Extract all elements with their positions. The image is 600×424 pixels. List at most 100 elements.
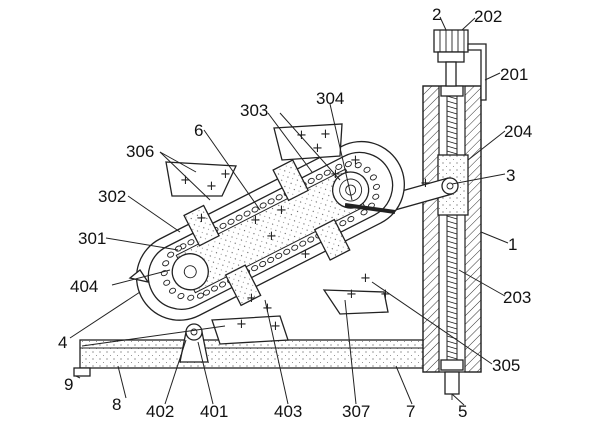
chain-link	[347, 216, 355, 223]
plus-marker: +	[312, 141, 323, 156]
screw-thread	[446, 270, 458, 275]
label-403: 403	[274, 402, 302, 421]
screw-thread	[446, 145, 458, 150]
reference-labels: 2 202 201 204 3 1 203 305 5 7 307 403 40…	[58, 5, 532, 421]
chain-link	[177, 292, 185, 300]
chain-link	[267, 256, 275, 263]
screw-thread	[446, 255, 458, 260]
plate-307	[322, 289, 389, 315]
screw-thread	[446, 330, 458, 335]
motor-bracket	[467, 43, 487, 101]
chain-link	[315, 173, 323, 180]
chain-link	[335, 163, 343, 170]
chain-link	[275, 252, 283, 259]
screw-thread	[446, 280, 458, 285]
chain-link	[187, 239, 195, 246]
plate-303	[273, 123, 343, 161]
screw-thread	[446, 340, 458, 345]
plus-marker: +	[360, 271, 371, 286]
label-302: 302	[98, 187, 126, 206]
plus-marker: +	[220, 167, 231, 182]
screw-thread	[446, 105, 458, 110]
chain-link	[307, 177, 315, 184]
screw-thread	[446, 355, 458, 360]
chain-link	[169, 287, 177, 294]
label-401: 401	[200, 402, 228, 421]
screw-thread	[446, 275, 458, 280]
label-303: 303	[240, 101, 268, 120]
chain-link	[162, 260, 170, 267]
screw-thread	[446, 235, 458, 240]
label-2: 2	[432, 5, 441, 24]
label-1: 1	[508, 235, 517, 254]
chain-link	[219, 281, 227, 288]
chain-link	[372, 183, 380, 190]
screw-thread	[446, 150, 458, 155]
label-5: 5	[458, 402, 467, 421]
label-304: 304	[316, 89, 344, 108]
screw-thread	[446, 295, 458, 300]
screw-thread	[446, 320, 458, 325]
plus-marker: +	[350, 153, 361, 168]
plus-marker: +	[236, 317, 247, 332]
plus-marker: +	[380, 287, 391, 302]
screw-thread	[446, 115, 458, 120]
screw-thread	[446, 110, 458, 115]
screw-thread	[446, 220, 458, 225]
plus-marker: +	[296, 128, 307, 143]
screw-thread	[446, 140, 458, 145]
screw-thread	[446, 135, 458, 140]
vertical-column	[422, 85, 482, 400]
plus-marker: +	[276, 203, 287, 218]
screw-thread	[446, 130, 458, 135]
screw-thread	[446, 290, 458, 295]
chain-link	[291, 244, 299, 251]
chain-link	[251, 265, 259, 272]
motor-assembly	[433, 29, 487, 101]
label-305: 305	[492, 356, 520, 375]
screw-thread	[446, 250, 458, 255]
chain-link	[275, 194, 283, 201]
plus-marker: +	[420, 176, 431, 191]
screw-thread	[446, 285, 458, 290]
chain-link	[344, 161, 352, 168]
label-402: 402	[146, 402, 174, 421]
label-404: 404	[70, 277, 98, 296]
chain-link	[259, 261, 267, 268]
screw-thread	[446, 265, 458, 270]
chain-link	[339, 220, 347, 227]
chain-link	[163, 279, 171, 286]
screw-thread	[446, 230, 458, 235]
plus-marker: +	[196, 211, 207, 226]
chain-link	[323, 169, 331, 176]
chain-link	[283, 248, 291, 255]
plus-marker: +	[246, 291, 257, 306]
screw-thread	[446, 305, 458, 310]
label-203: 203	[503, 288, 531, 307]
plus-marker: +	[346, 287, 357, 302]
bottom-pin	[444, 371, 460, 395]
screw-thread	[446, 300, 458, 305]
label-7: 7	[406, 402, 415, 421]
chain-link	[299, 240, 307, 247]
label-201: 201	[500, 65, 528, 84]
chain-link	[211, 285, 219, 292]
chain-link	[167, 251, 175, 258]
label-8: 8	[112, 395, 121, 414]
screw-thread	[446, 215, 458, 220]
chain-link	[363, 166, 371, 173]
plus-marker: +	[206, 179, 217, 194]
screw-thread	[446, 225, 458, 230]
chain-link	[372, 193, 380, 200]
label-4: 4	[58, 333, 67, 352]
label-204: 204	[504, 122, 532, 141]
screw-thread	[446, 315, 458, 320]
chain-link	[187, 294, 195, 301]
plate-403	[211, 315, 289, 345]
base-plate	[73, 339, 426, 377]
label-307: 307	[342, 402, 370, 421]
chain-link	[354, 162, 362, 169]
plus-marker: +	[250, 213, 261, 228]
